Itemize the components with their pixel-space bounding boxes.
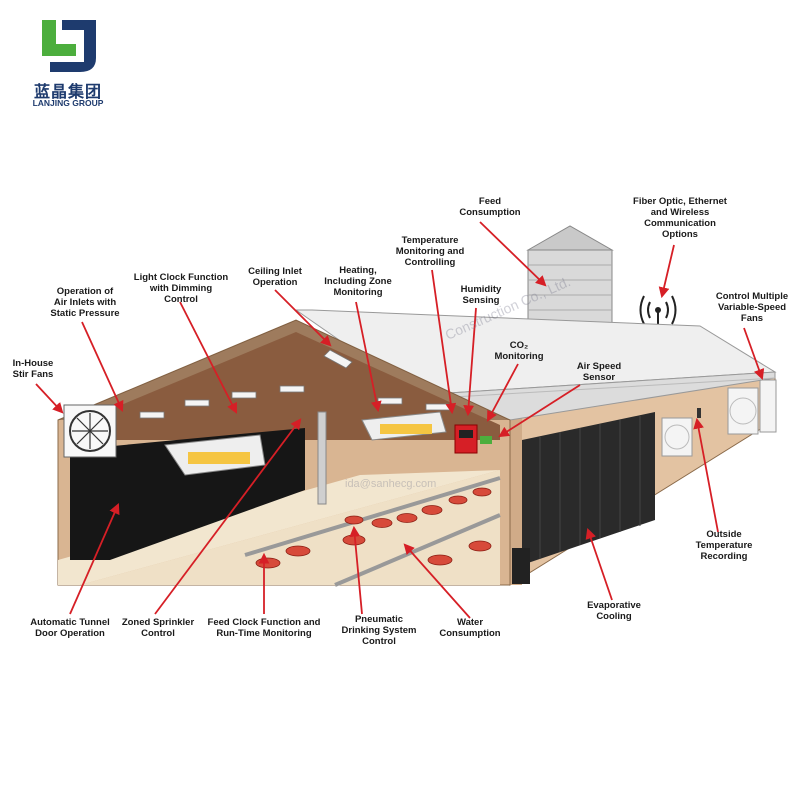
exhaust-fan-icon [661, 379, 777, 457]
wireless-antenna-icon [639, 295, 677, 330]
brand-name-en: LANJING GROUP [32, 98, 104, 108]
callout-arrows [35, 221, 765, 619]
feeder-lines [244, 476, 501, 587]
watermark-email: ida@sanhecg.com [345, 478, 437, 490]
pad-texture [539, 416, 641, 559]
outside-temperature-sensor [697, 408, 701, 418]
radiant-heater [164, 411, 447, 476]
brand-name-cn: 蓝晶集团 [33, 82, 102, 101]
support-pillar [317, 411, 327, 505]
feed-silo [526, 225, 614, 333]
control-panel [454, 424, 492, 454]
ceiling-inlets [139, 349, 451, 419]
feeder-pans [255, 487, 492, 569]
lanjing-logo-icon [42, 20, 96, 72]
water-tank [512, 548, 530, 584]
stir-fan-grill [72, 413, 108, 449]
house-roof [294, 309, 777, 421]
stir-fan-blade-icon [69, 410, 111, 452]
evaporative-cooling-pad [522, 412, 655, 565]
